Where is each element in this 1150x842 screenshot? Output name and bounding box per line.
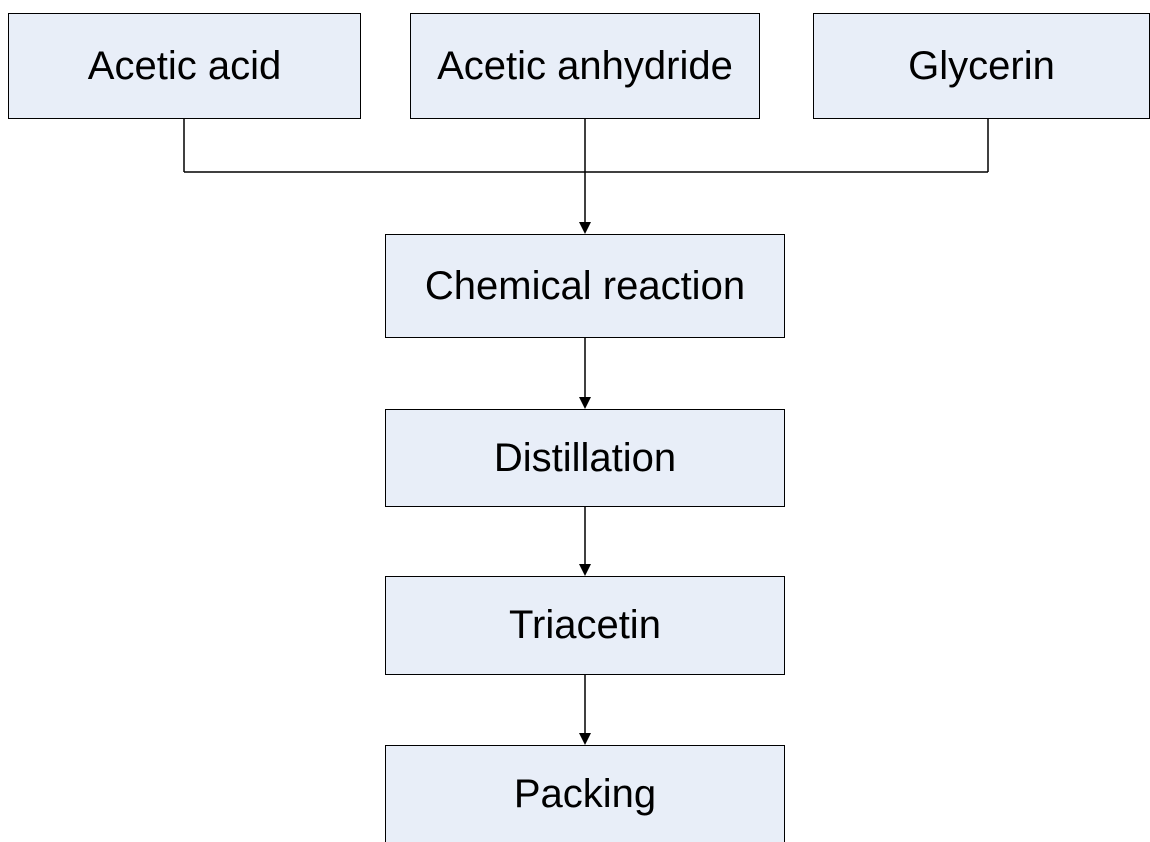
step-triacetin-label: Triacetin bbox=[509, 603, 661, 647]
step-triacetin-box: Triacetin bbox=[385, 576, 785, 675]
input-acetic-acid-label: Acetic acid bbox=[87, 43, 282, 88]
input-acetic-anhydride-label: Acetic anhydride bbox=[437, 43, 733, 88]
step-packing-box: Packing bbox=[385, 745, 785, 842]
step-distillation-label: Distillation bbox=[493, 435, 677, 480]
step-chemical-reaction-box: Chemical reaction bbox=[385, 234, 785, 338]
input-acetic-acid-box: Acetic acid bbox=[8, 13, 361, 119]
arrowhead-to-triacetin bbox=[579, 564, 591, 576]
input-acetic-anhydride-box: Acetic anhydride bbox=[410, 13, 760, 119]
arrowhead-to-chemical-reaction bbox=[579, 222, 591, 234]
step-distillation-box: Distillation bbox=[385, 409, 785, 507]
arrowhead-to-packing bbox=[579, 733, 591, 745]
step-packing-label: Packing bbox=[513, 771, 657, 816]
input-glycerin-box: Glycerin bbox=[813, 13, 1150, 119]
arrowhead-to-distillation bbox=[579, 397, 591, 409]
input-glycerin-label: Glycerin bbox=[908, 43, 1055, 88]
step-chemical-reaction-label: Chemical reaction bbox=[424, 263, 746, 308]
